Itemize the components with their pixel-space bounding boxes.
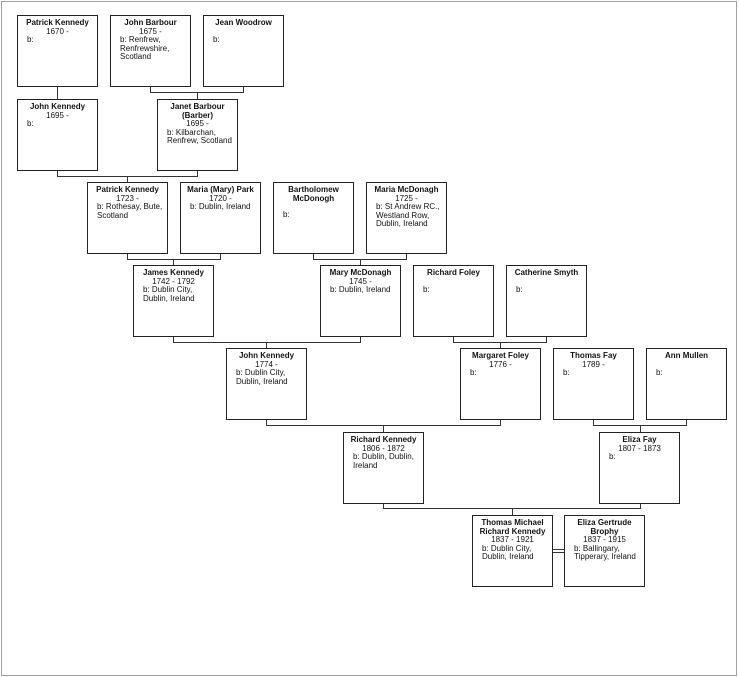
person-birthplace: b:: [283, 210, 290, 220]
person-birthplace: b:: [423, 284, 430, 294]
connector: [593, 420, 687, 432]
person-name: Mary McDonagh: [329, 268, 392, 277]
person-birthplace: b: Rothesay, Bute, Scotland: [97, 202, 163, 220]
person-dates: 1776 -: [489, 359, 512, 369]
person-dates: 1774 -: [255, 359, 278, 369]
person-birthplace: b: Dublin City, Dublin, Ireland: [482, 543, 534, 562]
person-dates: 1725 -: [395, 193, 418, 203]
person-box[interactable]: Jean Woodrow b:: [203, 15, 284, 87]
marriage-line: [553, 549, 564, 553]
person-box[interactable]: Catherine Smyth b:: [506, 265, 587, 337]
person-birthplace: b: Dublin, Ireland: [190, 202, 251, 212]
person-birthplace: b:: [470, 368, 477, 378]
person-dates: 1745 -: [349, 276, 372, 286]
person-name: Maria McDonagh: [374, 185, 439, 194]
person-dates: 1806 - 1872: [362, 443, 405, 453]
person-dates: 1695 -: [186, 119, 209, 129]
person-dates: 1837 - 1915: [583, 535, 626, 545]
person-name: Patrick Kennedy: [26, 18, 89, 27]
person-box[interactable]: Richard Foley b:: [413, 265, 494, 337]
person-dates: 1670 -: [46, 26, 69, 36]
person-name: John Barbour: [124, 18, 177, 27]
person-name: James Kennedy: [143, 268, 204, 277]
person-birthplace: b:: [213, 34, 220, 44]
person-name: Patrick Kennedy: [96, 185, 159, 194]
person-name: Janet Barbour (Barber): [170, 102, 225, 120]
person-birthplace: b: Renfrew, Renfrewshire, Scotland: [120, 35, 170, 62]
connector: [383, 504, 641, 515]
connector: [453, 337, 547, 348]
person-dates: 1695 -: [46, 110, 69, 120]
person-birthplace: b: Dublin City, Dublin, Ireland: [236, 368, 288, 386]
person-dates: 1723 -: [116, 193, 139, 203]
person-birthplace: b:: [609, 452, 616, 462]
connector: [127, 254, 221, 265]
person-birthplace: b:: [563, 368, 570, 378]
person-box[interactable]: Janet Barbour (Barber)1695 -b: Kilbarcha…: [157, 99, 238, 171]
person-birthplace: b: Kilbarchan, Renfrew, Scotland: [167, 127, 232, 146]
person-name: Catherine Smyth: [514, 268, 579, 277]
person-name: Richard Foley: [427, 268, 480, 277]
person-name: John Kennedy: [29, 102, 86, 111]
person-name: Bartholomew McDonogh: [288, 185, 339, 203]
person-birthplace: b: Dublin City, Dublin, Ireland: [143, 285, 195, 303]
person-name: Thomas Fay: [570, 351, 617, 360]
person-name: John Kennedy: [238, 351, 295, 360]
person-name: Thomas Michael Richard Kennedy: [479, 518, 546, 536]
person-dates: 1720 -: [209, 193, 232, 203]
person-box[interactable]: Bartholomew McDonogh b:: [273, 182, 354, 254]
connector: [313, 254, 407, 265]
person-birthplace: b: Dublin, Dublin, Ireland: [353, 452, 414, 470]
person-name: Richard Kennedy: [350, 435, 417, 444]
connector: [173, 337, 361, 348]
person-dates: 1675 -: [139, 26, 162, 36]
person-name: Jean Woodrow: [215, 18, 272, 27]
person-birthplace: b:: [27, 35, 34, 45]
person-dates: 1742 - 1792: [152, 276, 195, 286]
connector: [150, 87, 244, 99]
person-name: Ann Mullen: [664, 351, 709, 360]
person-dates: 1837 - 1921: [491, 535, 534, 545]
person-name: Eliza Fay: [622, 435, 657, 444]
person-birthplace: b:: [656, 367, 663, 377]
person-birthplace: b: St Andrew RC., Westland Row, Dublin, …: [376, 202, 440, 229]
person-name: Maria (Mary) Park: [187, 185, 254, 194]
person-birthplace: b:: [516, 284, 523, 294]
person-dates: 1789 -: [582, 359, 605, 369]
person-dates: 1807 - 1873: [618, 443, 661, 453]
connector: [266, 420, 501, 432]
person-birthplace: b: Ballingary, Tipperary, Ireland: [574, 543, 636, 562]
person-name: Margaret Foley: [472, 351, 529, 360]
person-birthplace: b:: [27, 119, 34, 129]
person-name: Eliza Gertrude Brophy: [577, 518, 632, 536]
person-birthplace: b: Dublin, Ireland: [330, 285, 391, 295]
connector: [57, 171, 198, 182]
